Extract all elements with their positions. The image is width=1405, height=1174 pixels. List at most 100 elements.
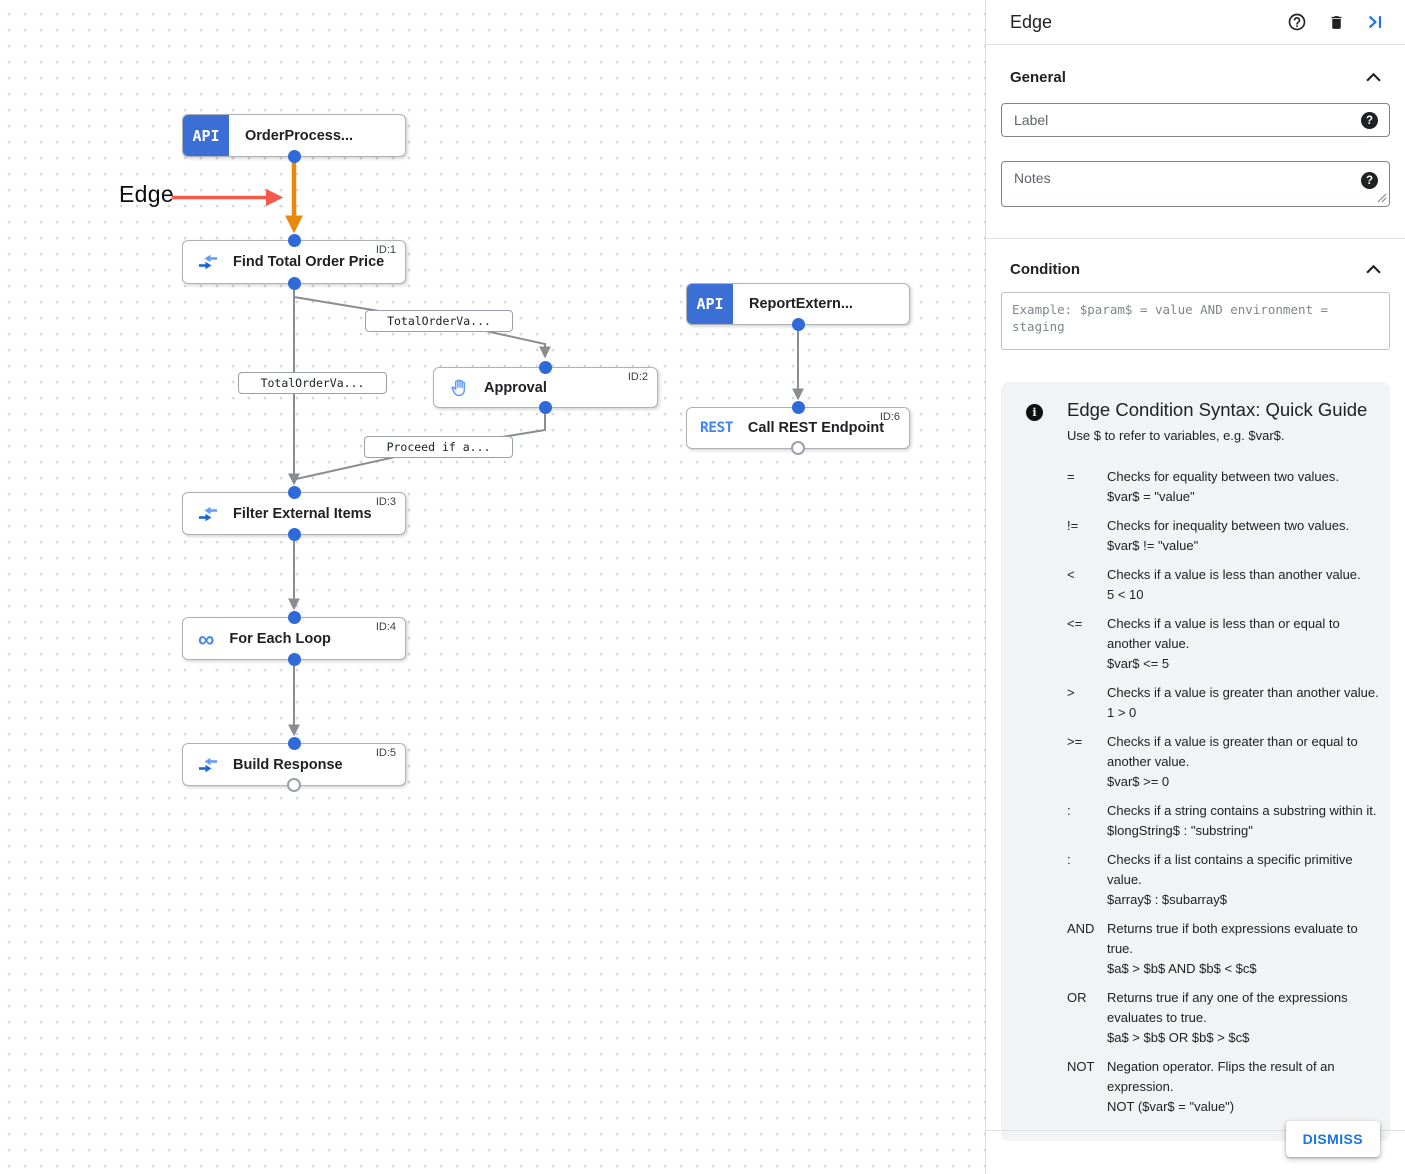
guide-operator: = — [1067, 469, 1075, 484]
node-id-badge: ID:1 — [375, 244, 396, 256]
node-id-badge: ID:2 — [627, 371, 648, 383]
node-title: Call REST Endpoint — [747, 420, 885, 436]
guide-row-body: Checks if a value is greater than or equ… — [1107, 734, 1358, 789]
guide-row-body: Negation operator. Flips the result of a… — [1107, 1059, 1335, 1114]
hand-icon — [449, 378, 469, 398]
condition-section-title: Condition — [1010, 261, 1080, 278]
guide-row-body: Checks for equality between two values.$… — [1107, 469, 1339, 504]
guide-row-body: Checks if a value is greater than anothe… — [1107, 685, 1379, 720]
guide-row-body: Checks for inequality between two values… — [1107, 518, 1350, 553]
edge-label[interactable]: TotalOrderVa... — [365, 310, 513, 332]
node-id-badge: ID:3 — [375, 496, 396, 508]
node-order-process[interactable]: API OrderProcess... — [182, 114, 406, 163]
label-input[interactable] — [1001, 103, 1390, 137]
guide-operator: AND — [1067, 921, 1095, 936]
guide-operator: != — [1067, 518, 1079, 533]
edge-label[interactable]: Proceed if a... — [364, 436, 513, 458]
node-id-badge: ID:4 — [375, 621, 396, 633]
label-help-icon[interactable]: ? — [1361, 112, 1378, 129]
node-id-badge: ID:5 — [375, 747, 396, 759]
guide-operator: <= — [1067, 616, 1083, 631]
connector-out[interactable] — [539, 401, 552, 414]
guide-row-body: Checks if a string contains a substring … — [1107, 803, 1377, 838]
guide-operator: : — [1067, 803, 1071, 818]
connector-out[interactable] — [791, 318, 805, 331]
data-mapping-icon — [198, 506, 218, 522]
node-title: Find Total Order Price — [233, 254, 385, 270]
connector-in[interactable] — [287, 611, 301, 624]
condition-input[interactable] — [1001, 292, 1390, 350]
dismiss-button[interactable]: DISMISS — [1285, 1121, 1380, 1157]
edge-connectors — [172, 161, 804, 737]
notes-input[interactable] — [1001, 161, 1390, 207]
edge-label[interactable]: TotalOrderVa... — [238, 372, 387, 394]
notes-field-wrap: ? — [1001, 161, 1390, 212]
label-field-wrap: ? — [1001, 103, 1390, 137]
connector-out-open[interactable] — [791, 441, 805, 455]
node-for-each-loop[interactable]: ID:4 ∞ For Each Loop — [182, 611, 406, 666]
guide-operator: OR — [1067, 990, 1087, 1005]
guide-title: Edge Condition Syntax: Quick Guide — [1067, 399, 1368, 420]
delete-icon[interactable] — [1328, 13, 1345, 32]
connector-in[interactable] — [287, 234, 301, 247]
guide-row-body: Returns true if both expressions evaluat… — [1107, 921, 1358, 976]
node-title: Build Response — [233, 756, 343, 773]
chevron-up-icon[interactable] — [1366, 265, 1381, 274]
section-divider — [986, 238, 1405, 239]
guide-row-body: Checks if a value is less than another v… — [1107, 567, 1361, 602]
node-call-rest-endpoint[interactable]: ID:6 REST Call REST Endpoint — [686, 401, 910, 455]
edge-config-panel: Edge General ? — [985, 0, 1405, 1174]
loop-icon: ∞ — [198, 625, 215, 652]
guide-subtitle: Use $ to refer to variables, e.g. $var$. — [1067, 428, 1285, 443]
condition-section-header[interactable]: Condition — [1010, 261, 1381, 278]
flow-canvas[interactable]: Edge API OrderProcess... ID:1 Find Total… — [0, 0, 985, 1174]
api-trigger-icon: API — [687, 284, 733, 324]
panel-header: Edge — [986, 0, 1405, 45]
guide-operator: >= — [1067, 734, 1083, 749]
guide-operator: : — [1067, 852, 1071, 867]
condition-field-wrap — [1001, 292, 1390, 355]
connector-in[interactable] — [287, 486, 301, 499]
node-build-response[interactable]: ID:5 Build Response — [182, 737, 406, 792]
condition-syntax-guide: i Edge Condition Syntax: Quick Guide Use… — [1001, 382, 1390, 1141]
data-mapping-icon — [198, 254, 218, 270]
guide-operator: > — [1067, 685, 1075, 700]
connector-out[interactable] — [287, 277, 301, 290]
guide-operator: < — [1067, 567, 1075, 582]
node-title: OrderProcess... — [245, 127, 353, 144]
node-approval[interactable]: ID:2 Approval — [433, 361, 658, 414]
connector-out[interactable] — [287, 528, 301, 541]
data-mapping-icon — [198, 757, 218, 773]
connector-out-open[interactable] — [287, 778, 301, 792]
notes-help-icon[interactable]: ? — [1361, 172, 1378, 189]
node-title: Filter External Items — [233, 505, 372, 522]
guide-row-body: Checks if a list contains a specific pri… — [1107, 852, 1353, 907]
footer-divider — [986, 1130, 1405, 1131]
node-title: ReportExtern... — [749, 296, 853, 312]
connector-out[interactable] — [287, 653, 301, 666]
node-report-external[interactable]: API ReportExtern... — [686, 283, 910, 331]
rest-icon: REST — [700, 420, 733, 436]
chevron-up-icon[interactable] — [1366, 73, 1381, 82]
node-title: For Each Loop — [229, 630, 331, 647]
guide-row-body: Returns true if any one of the expressio… — [1107, 990, 1348, 1045]
connector-in[interactable] — [791, 401, 805, 414]
node-find-total-order-price[interactable]: ID:1 Find Total Order Price — [182, 234, 406, 290]
api-trigger-icon: API — [183, 115, 229, 156]
general-section-header[interactable]: General — [1010, 69, 1381, 86]
node-id-badge: ID:6 — [879, 411, 900, 423]
collapse-panel-icon[interactable] — [1366, 14, 1384, 30]
panel-title: Edge — [1010, 11, 1053, 32]
help-icon[interactable] — [1287, 12, 1307, 32]
edge-annotation-label: Edge — [119, 181, 174, 207]
guide-row-body: Checks if a value is less than or equal … — [1107, 616, 1340, 671]
info-icon: i — [1026, 404, 1043, 421]
node-filter-external-items[interactable]: ID:3 Filter External Items — [182, 486, 406, 541]
connector-out[interactable] — [287, 150, 301, 163]
connector-in[interactable] — [287, 737, 301, 750]
connector-in[interactable] — [539, 361, 552, 374]
guide-rows: = Checks for equality between two values… — [1067, 467, 1384, 1117]
guide-operator: NOT — [1067, 1059, 1095, 1074]
resize-handle-icon[interactable] — [1377, 190, 1387, 208]
